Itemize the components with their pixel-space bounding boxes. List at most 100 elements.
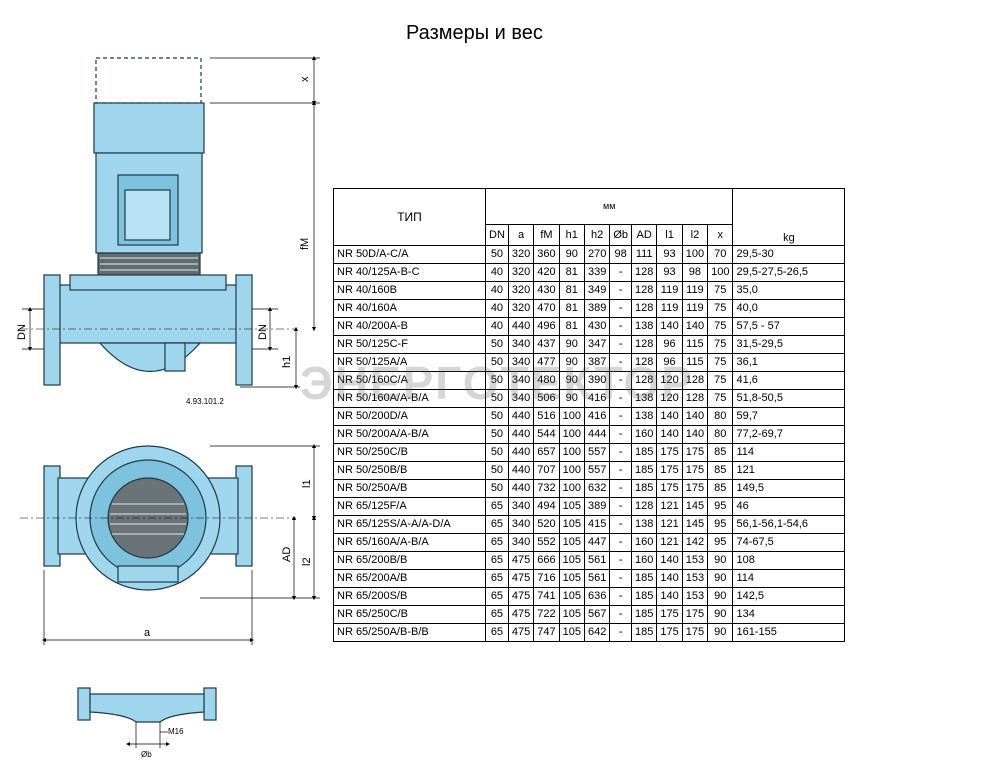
cell-value: 440 [507,425,535,444]
cell-value: 50 [485,443,509,462]
cell-value: 98 [609,245,633,264]
cell-value: 389 [583,497,611,516]
cell-value: 175 [656,479,683,498]
cell-value: 470 [533,299,560,318]
cell-weight: 29,5-27,5-26,5 [732,263,846,282]
cell-value: 121 [656,533,683,552]
cell-value: 85 [707,479,734,498]
cell-weight: 56,1-56,1-54,6 [732,515,846,534]
cell-value: 360 [533,245,560,264]
cell-value: 81 [558,317,585,336]
cell-value: 128 [631,371,658,390]
cell-type: NR 65/160A/A-B/A [333,533,486,552]
cell-value: - [609,281,633,300]
cell-value: 420 [533,263,560,282]
cell-value: 416 [583,407,611,426]
cell-value: 100 [558,407,585,426]
cell-value: 75 [707,371,734,390]
cell-value: 138 [631,317,658,336]
cell-value: 557 [583,461,611,480]
cell-value: 349 [583,281,611,300]
cell-value: 657 [533,443,560,462]
cell-value: 175 [681,461,709,480]
cell-value: 65 [485,587,509,606]
cell-value: 50 [485,461,509,480]
dim-label-fm: fM [299,238,311,250]
header-col: fM [533,224,560,246]
cell-value: 40 [485,263,509,282]
cell-value: 175 [681,623,709,642]
side-dimensions [22,55,320,390]
cell-type: NR 65/125S/A-A/A-D/A [333,515,486,534]
cell-weight: 161-155 [732,623,846,642]
header-col: l1 [656,224,683,246]
cell-value: 475 [507,605,535,624]
base-view [77,687,217,723]
cell-value: 506 [533,389,560,408]
cell-value: - [609,551,633,570]
cell-value: 185 [631,623,658,642]
cell-value: 105 [558,623,585,642]
header-type: ТИП [333,188,486,246]
cell-value: 40 [485,299,509,318]
cell-value: 145 [681,497,709,516]
dim-label-x: x [299,76,311,82]
cell-value: 340 [507,371,535,390]
dim-label-l2: l2 [301,557,313,566]
cell-value: 105 [558,515,585,534]
cell-value: 100 [558,443,585,462]
cell-weight: 134 [732,605,846,624]
cell-value: 175 [681,479,709,498]
cell-value: - [609,407,633,426]
cell-type: NR 50D/A-C/A [333,245,486,264]
cell-weight: 149,5 [732,479,846,498]
dim-label-h1: h1 [281,356,293,368]
cell-value: - [609,605,633,624]
cell-value: 75 [707,281,734,300]
cell-value: 477 [533,353,560,372]
cell-weight: 35,0 [732,281,846,300]
cell-value: 557 [583,443,611,462]
top-dimensions [41,443,320,645]
dim-label-l1: l1 [301,479,313,488]
cell-value: 347 [583,335,611,354]
cell-value: 175 [656,443,683,462]
header-col: a [507,224,535,246]
cell-value: 65 [485,533,509,552]
cell-value: 632 [583,479,611,498]
cell-value: 440 [507,407,535,426]
cell-value: 65 [485,569,509,588]
cell-value: 320 [507,245,535,264]
cell-value: 75 [707,335,734,354]
cell-value: 142 [681,533,709,552]
cell-value: 567 [583,605,611,624]
cell-type: NR 50/250A/B [333,479,486,498]
cell-value: 175 [656,605,683,624]
cell-value: - [609,587,633,606]
cell-value: - [609,299,633,318]
cell-value: 732 [533,479,560,498]
cell-type: NR 65/125F/A [333,497,486,516]
cell-value: 100 [558,425,585,444]
cell-value: 100 [707,263,734,282]
cell-weight: 77,2-69,7 [732,425,846,444]
cell-value: 128 [631,335,658,354]
cell-weight: 114 [732,443,846,462]
cell-type: NR 65/250C/B [333,605,486,624]
cell-value: 437 [533,335,560,354]
cell-value: 80 [707,407,734,426]
cell-value: 636 [583,587,611,606]
cell-value: - [609,479,633,498]
cell-value: 105 [558,497,585,516]
cell-value: 561 [583,569,611,588]
cell-value: 340 [507,533,535,552]
cell-value: 140 [656,425,683,444]
cell-value: 90 [707,605,734,624]
cell-value: 140 [681,317,709,336]
cell-type: NR 65/200B/B [333,551,486,570]
cell-value: 95 [707,533,734,552]
